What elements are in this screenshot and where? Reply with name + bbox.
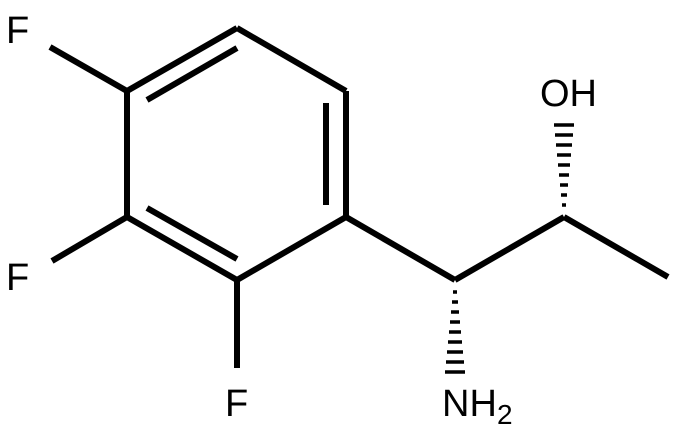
- bond-to-f-top: [48, 44, 129, 94]
- bond-c2-to-methyl: [562, 214, 670, 280]
- ring-bond-bottom-right: [235, 214, 348, 283]
- hashed-wedge-bond-hydroxyl: [554, 123, 574, 207]
- ring-bond-bottom-left: [125, 214, 239, 283]
- ring-inner-bond-top: [145, 45, 239, 103]
- fluorine-top-label: F: [6, 10, 29, 52]
- amino-label: NH: [442, 383, 497, 425]
- fluorine-middle-label: F: [6, 257, 29, 299]
- ring-bond-top-right: [235, 25, 348, 94]
- amino-subscript-label: 2: [497, 399, 513, 430]
- bond-ring-to-c1: [344, 214, 457, 283]
- bond-to-f-middle: [50, 214, 129, 264]
- ring-inner-bond-bottom: [145, 205, 239, 262]
- ring-bond-top-left: [125, 25, 239, 94]
- fluorine-bottom-label: F: [225, 383, 248, 425]
- hydroxyl-label: OH: [540, 73, 597, 115]
- bond-c1-to-c2: [453, 214, 566, 283]
- hashed-wedge-bond-amino: [445, 290, 465, 374]
